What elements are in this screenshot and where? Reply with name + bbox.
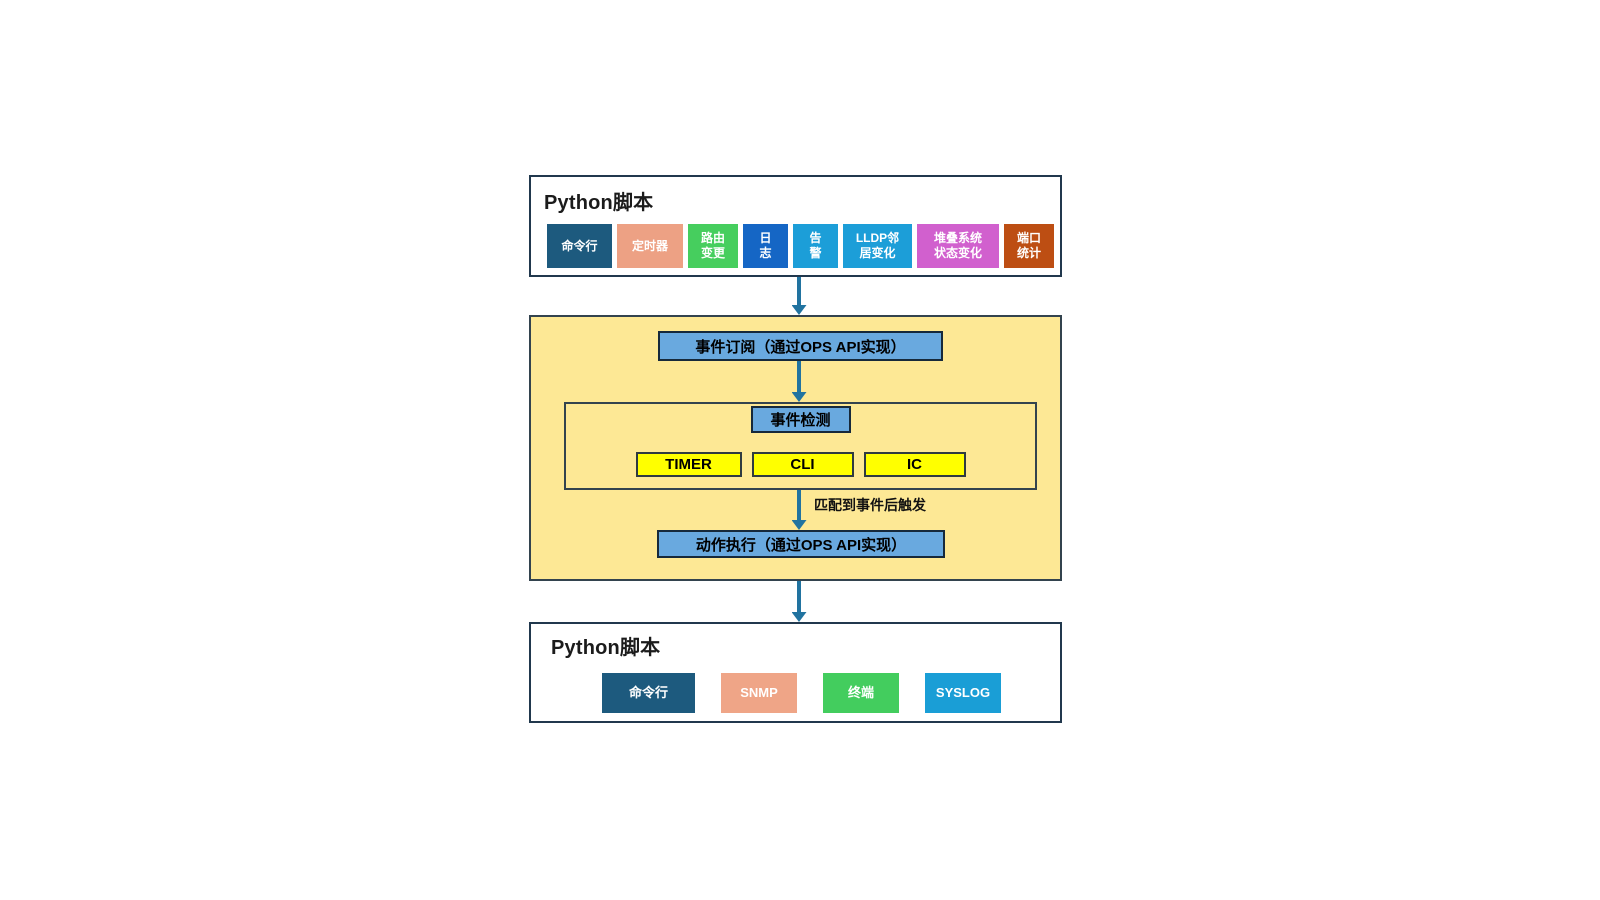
flow-arrow-detect-to-action [791, 490, 807, 530]
detection-source-ic: IC [863, 452, 966, 477]
action-channel-tag: SNMP [721, 673, 797, 713]
action-channel-tag: SYSLOG [925, 673, 1001, 713]
event-subscribe-box: 事件订阅（通过OPS API实现） [658, 331, 943, 361]
top-panel-title: Python脚本 [544, 192, 654, 214]
arrow-down-icon [791, 305, 807, 315]
bottom-panel-title: Python脚本 [551, 637, 661, 659]
event-detection-frame: 事件检测 TIMER CLI IC [564, 402, 1037, 490]
event-source-tag: 告 警 [793, 224, 838, 268]
event-source-tag: 定时器 [617, 224, 683, 268]
arrow-line [797, 277, 801, 305]
trigger-condition-label: 匹配到事件后触发 [814, 497, 926, 513]
event-source-tag: 路由 变更 [688, 224, 738, 268]
ops-engine-panel: 事件订阅（通过OPS API实现） 事件检测 TIMER CLI IC 匹配到事… [529, 315, 1062, 581]
arrow-down-icon [791, 612, 807, 622]
flow-arrow-subscribe-to-detect [791, 361, 807, 402]
arrow-line [797, 581, 801, 612]
arrow-line [797, 490, 801, 520]
event-source-tag: 日 志 [743, 224, 788, 268]
event-detection-title-box: 事件检测 [750, 406, 851, 433]
event-source-tag: 命令行 [547, 224, 612, 268]
event-source-tag: 堆叠系统 状态变化 [917, 224, 999, 268]
event-source-tag-row: 命令行 定时器 路由 变更 日 志 告 警 LLDP邻 居变化 堆叠系统 状态变… [547, 224, 1054, 268]
arrow-down-icon [791, 520, 807, 530]
event-source-tag: 端口 统计 [1004, 224, 1054, 268]
flow-arrow-engine-to-bottom [791, 581, 807, 622]
detection-source-row: TIMER CLI IC [566, 452, 1035, 477]
event-source-tag: LLDP邻 居变化 [843, 224, 912, 268]
action-channel-tag: 命令行 [602, 673, 695, 713]
flow-arrow-top-to-engine [791, 277, 807, 315]
python-script-output-panel: Python脚本 命令行 SNMP 终端 SYSLOG [529, 622, 1062, 723]
action-channel-tag: 终端 [823, 673, 899, 713]
detection-source-cli: CLI [751, 452, 854, 477]
arrow-down-icon [791, 392, 807, 402]
action-execute-box: 动作执行（通过OPS API实现） [657, 530, 945, 558]
arrow-line [797, 361, 801, 392]
action-channel-tag-row: 命令行 SNMP 终端 SYSLOG [602, 673, 1001, 713]
detection-source-timer: TIMER [635, 452, 742, 477]
python-script-source-panel: Python脚本 命令行 定时器 路由 变更 日 志 告 警 LLDP邻 居变化… [529, 175, 1062, 277]
